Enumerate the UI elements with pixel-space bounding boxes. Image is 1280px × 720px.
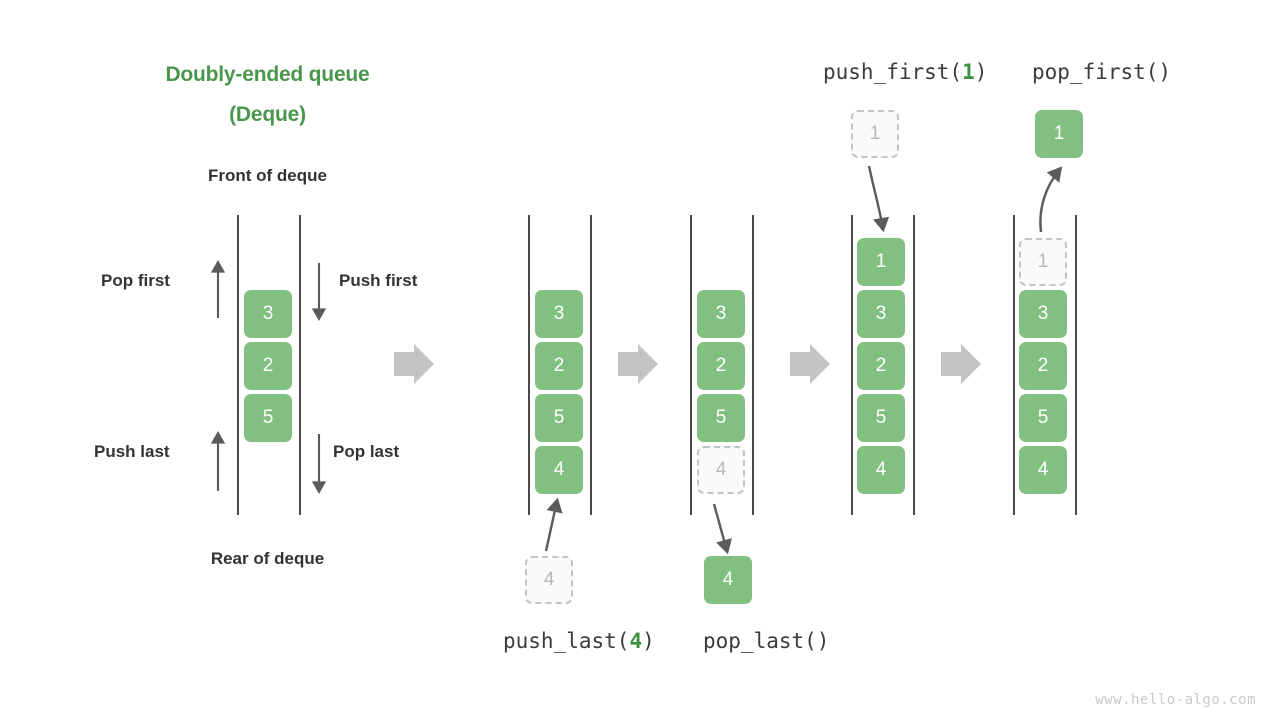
node-box: 2 [244,342,292,390]
ghost-node-box: 1 [1019,238,1067,286]
node-box: 5 [244,394,292,442]
op-push-first-name: push_first( [823,60,963,84]
deque-rail-right [752,215,754,515]
node-box: 5 [857,394,905,442]
op-push-first-arg: 1 [962,60,975,84]
push-first-label: Push first [339,271,418,290]
node-box: 3 [244,290,292,338]
node-box: 4 [535,446,583,494]
watermark: www.hello-algo.com [1095,692,1256,708]
node-box: 2 [857,342,905,390]
pop-first-extract-arrow [1039,166,1063,233]
push-first-insert-arrow [867,165,890,233]
deque-rail-right [299,215,301,515]
deque-rail-right [1075,215,1077,515]
deque-rail-left [851,215,853,515]
transition-arrow-3 [790,344,830,384]
op-push-last-close: ) [642,629,655,653]
pop-last-label: Pop last [333,442,400,461]
push-last-insert-arrow [544,497,563,552]
pop-first-label: Pop first [101,271,170,290]
node-box: 4 [1019,446,1067,494]
node-box: 2 [535,342,583,390]
ghost-node-box: 1 [851,110,899,158]
node-box: 3 [1019,290,1067,338]
page-title-line1: Doubly-ended queue [165,63,370,86]
op-push-last-name: push_last( [503,629,630,653]
push-last-label: Push last [94,442,170,461]
deque-rail-left [528,215,530,515]
op-push-last-arg: 4 [629,629,643,653]
node-box: 5 [1019,394,1067,442]
deque-rail-right [590,215,592,515]
op-push-last-label: push_last(4) [503,629,655,653]
rear-of-deque-label: Rear of deque [210,549,325,568]
ghost-node-box: 4 [697,446,745,494]
node-box: 4 [704,556,752,604]
transition-arrow-2 [618,344,658,384]
op-pop-last-label: pop_last() [703,629,830,653]
transition-arrow-4 [941,344,981,384]
op-pop-first-label: pop_first() [1032,60,1172,84]
node-box: 1 [857,238,905,286]
node-box: 2 [697,342,745,390]
transition-arrow-1 [394,344,434,384]
deque-rail-left [1013,215,1015,515]
node-box: 5 [535,394,583,442]
node-box: 1 [1035,110,1083,158]
node-box: 5 [697,394,745,442]
op-push-first-close: ) [974,60,988,84]
deque-rail-left [690,215,692,515]
deque-rail-left [237,215,239,515]
deque-rail-right [913,215,915,515]
op-push-first-label: push_first(1) [823,60,987,84]
ghost-node-box: 4 [525,556,573,604]
node-box: 4 [857,446,905,494]
page-title-line2: (Deque) [229,103,306,126]
node-box: 2 [1019,342,1067,390]
front-of-deque-label: Front of deque [208,166,327,185]
node-box: 3 [697,290,745,338]
node-box: 3 [535,290,583,338]
node-box: 3 [857,290,905,338]
pop-last-extract-arrow [712,503,732,555]
